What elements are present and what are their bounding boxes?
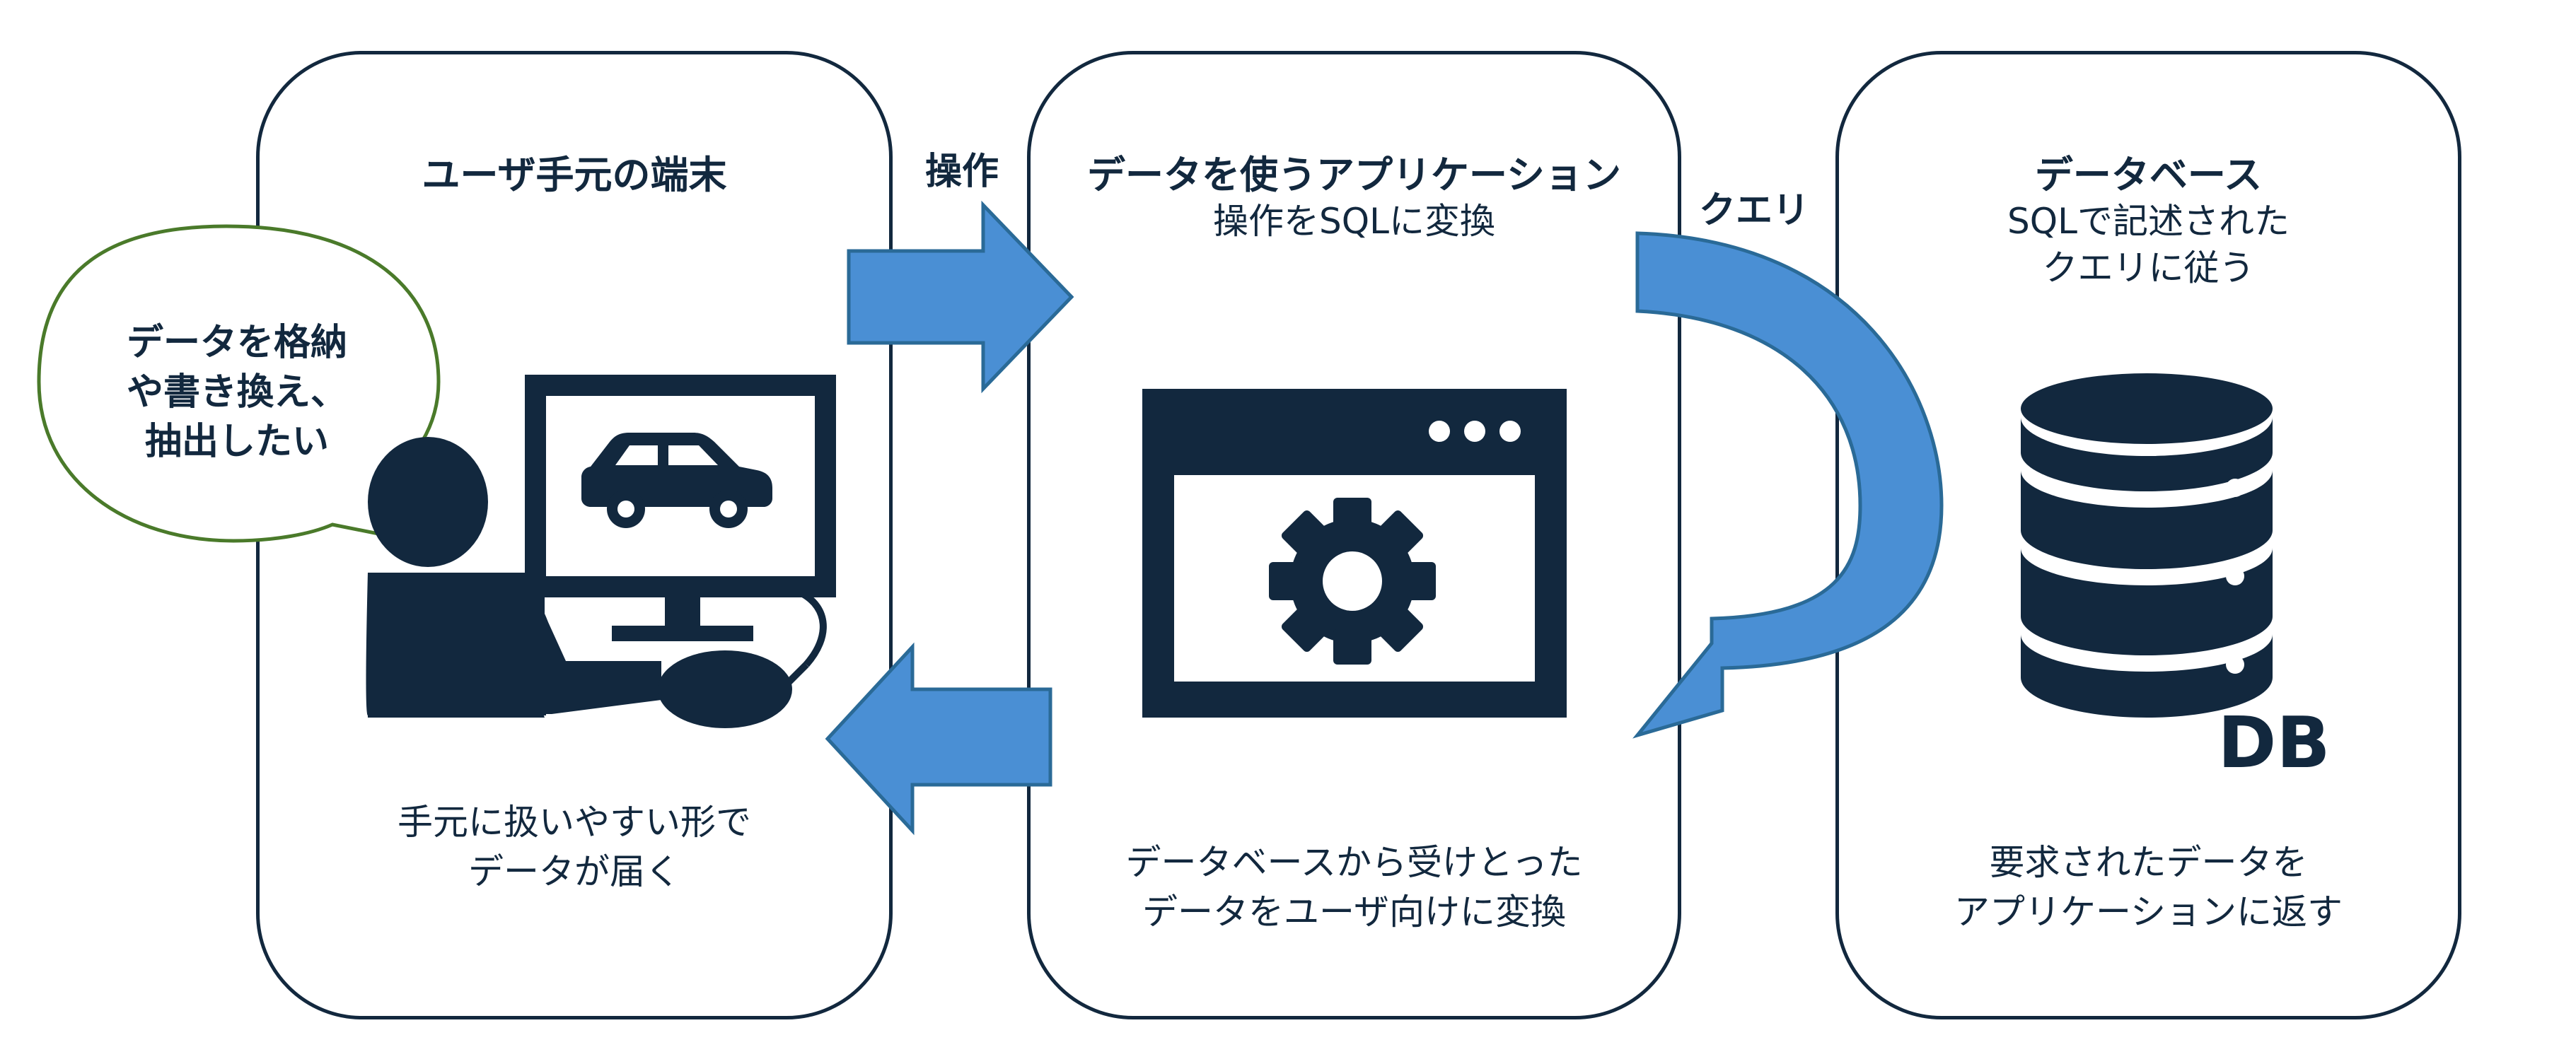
speech-bubble <box>37 224 441 543</box>
left-panel-desc-line1: 手元に扱いやすい形で <box>398 802 751 843</box>
bubble-line-1: データを格納 <box>126 322 347 364</box>
car-icon <box>581 433 772 528</box>
db-label: DB <box>2217 701 2330 784</box>
query-arrow <box>1632 231 1944 739</box>
right-panel-subtitle-line1: SQLで記述された <box>2007 201 2290 242</box>
left-panel-title: ユーザ手元の端末 <box>422 153 727 197</box>
window-dot-3 <box>1499 421 1521 442</box>
gear-icon <box>1269 498 1436 665</box>
left-panel-desc-line2: データが届く <box>468 851 680 892</box>
user-icon <box>366 437 661 718</box>
database-icon <box>2021 373 2273 718</box>
query-label: クエリ <box>1698 189 1809 232</box>
right-panel-desc-line1: 要求されたデータを <box>1989 842 2308 883</box>
right-panel-desc-line2: アプリケーションに返す <box>1954 891 2343 933</box>
right-panel-title: データベース <box>2034 153 2263 197</box>
return-arrow <box>825 642 1052 836</box>
db-dot-3 <box>2226 655 2244 674</box>
db-dot-1 <box>2226 479 2244 497</box>
db-dot-2 <box>2226 567 2244 585</box>
operation-arrow <box>847 200 1074 394</box>
window-dot-2 <box>1464 421 1485 442</box>
bubble-line-2: や書き換え、 <box>126 371 347 414</box>
window-dot-1 <box>1429 421 1450 442</box>
right-panel-subtitle-line2: クエリに従う <box>2042 247 2255 288</box>
monitor-icon <box>525 375 836 641</box>
middle-panel-subtitle: 操作をSQLに変換 <box>1213 201 1495 242</box>
operation-label: 操作 <box>924 151 999 193</box>
bubble-line-3: 抽出したい <box>144 421 329 463</box>
middle-panel-title: データを使うアプリケーション <box>1087 153 1621 197</box>
middle-panel-desc-line2: データをユーザ向けに変換 <box>1142 891 1566 933</box>
middle-panel-desc-line1: データベースから受けとった <box>1125 842 1583 883</box>
